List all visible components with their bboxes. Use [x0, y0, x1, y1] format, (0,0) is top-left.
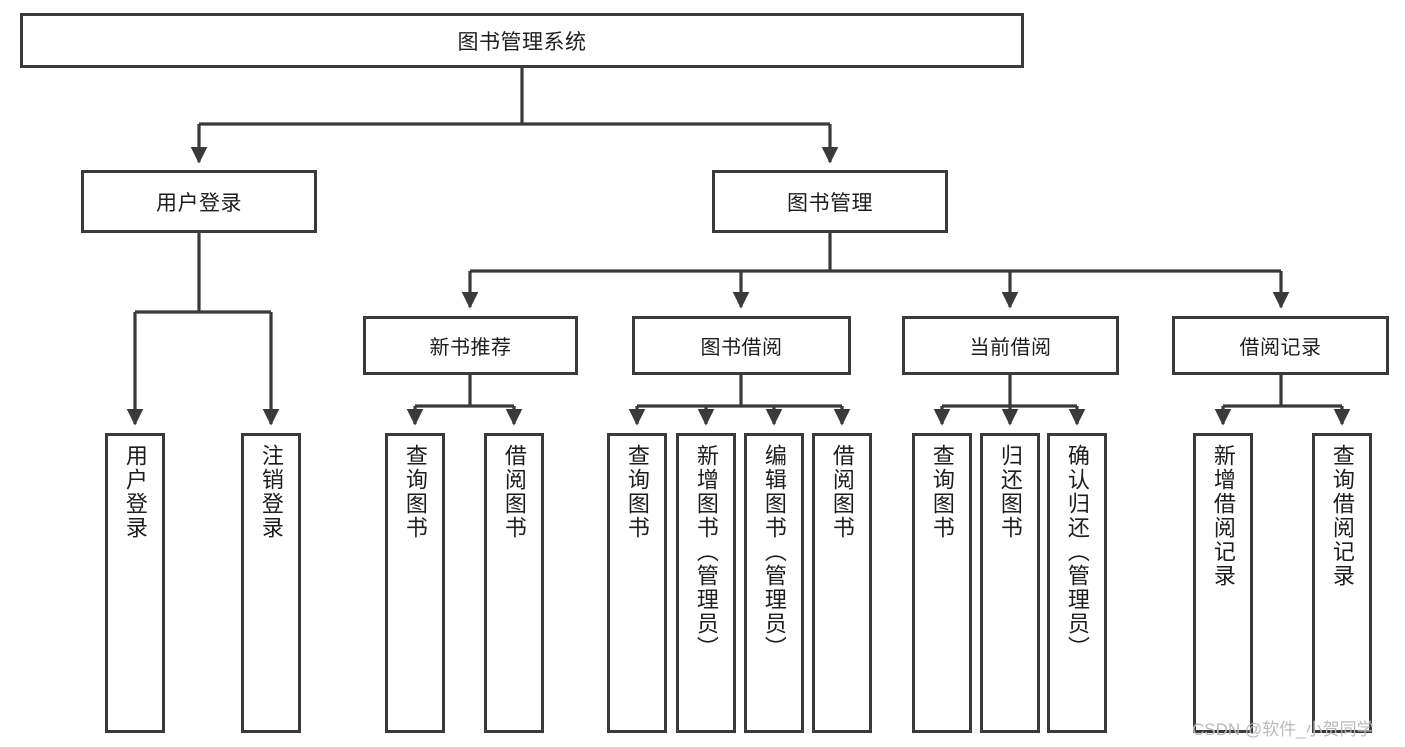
- node-label: 查询图书: [624, 444, 650, 540]
- node-label: 编辑图书（管理员）: [761, 444, 787, 660]
- node-leaf-query-book-1[interactable]: 查询图书: [385, 433, 445, 733]
- node-label: 查询借阅记录: [1329, 444, 1355, 588]
- node-root-system[interactable]: 图书管理系统: [20, 13, 1024, 68]
- node-leaf-return-book[interactable]: 归还图书: [980, 433, 1040, 733]
- node-leaf-query-book-2[interactable]: 查询图书: [607, 433, 667, 733]
- node-label: 查询图书: [402, 444, 428, 540]
- node-leaf-borrow-book-2[interactable]: 借阅图书: [812, 433, 872, 733]
- watermark-text: CSDN @软件_小贺同学: [1192, 720, 1374, 739]
- node-label: 查询图书: [929, 444, 955, 540]
- node-book-management[interactable]: 图书管理: [712, 170, 948, 233]
- node-leaf-add-book[interactable]: 新增图书（管理员）: [676, 433, 736, 733]
- node-borrow-record[interactable]: 借阅记录: [1172, 316, 1389, 375]
- node-current-borrow[interactable]: 当前借阅: [902, 316, 1119, 375]
- node-leaf-user-logout[interactable]: 注销登录: [241, 433, 301, 733]
- node-leaf-confirm-return[interactable]: 确认归还（管理员）: [1047, 433, 1107, 733]
- node-leaf-edit-book[interactable]: 编辑图书（管理员）: [744, 433, 804, 733]
- node-leaf-user-login[interactable]: 用户登录: [105, 433, 165, 733]
- node-label: 当前借阅: [969, 337, 1052, 359]
- node-leaf-borrow-book-1[interactable]: 借阅图书: [484, 433, 544, 733]
- node-label: 用户登录: [122, 444, 148, 540]
- node-label: 确认归还（管理员）: [1064, 444, 1090, 660]
- node-label: 新增图书（管理员）: [693, 444, 719, 660]
- node-label: 新增借阅记录: [1210, 444, 1236, 588]
- node-user-login[interactable]: 用户登录: [81, 170, 317, 233]
- node-label: 图书管理系统: [457, 30, 587, 54]
- node-label: 用户登录: [156, 191, 242, 215]
- node-leaf-add-record[interactable]: 新增借阅记录: [1193, 433, 1253, 733]
- node-leaf-query-record[interactable]: 查询借阅记录: [1312, 433, 1372, 733]
- node-label: 借阅图书: [501, 444, 527, 540]
- node-book-borrow[interactable]: 图书借阅: [632, 316, 851, 375]
- node-leaf-query-book-3[interactable]: 查询图书: [912, 433, 972, 733]
- node-label: 图书借阅: [700, 337, 783, 359]
- node-label: 借阅图书: [829, 444, 855, 540]
- node-new-book-recommend[interactable]: 新书推荐: [363, 316, 578, 375]
- node-label: 新书推荐: [429, 337, 512, 359]
- node-label: 图书管理: [787, 191, 873, 215]
- node-label: 归还图书: [997, 444, 1023, 540]
- node-label: 借阅记录: [1239, 337, 1322, 359]
- node-label: 注销登录: [258, 444, 284, 540]
